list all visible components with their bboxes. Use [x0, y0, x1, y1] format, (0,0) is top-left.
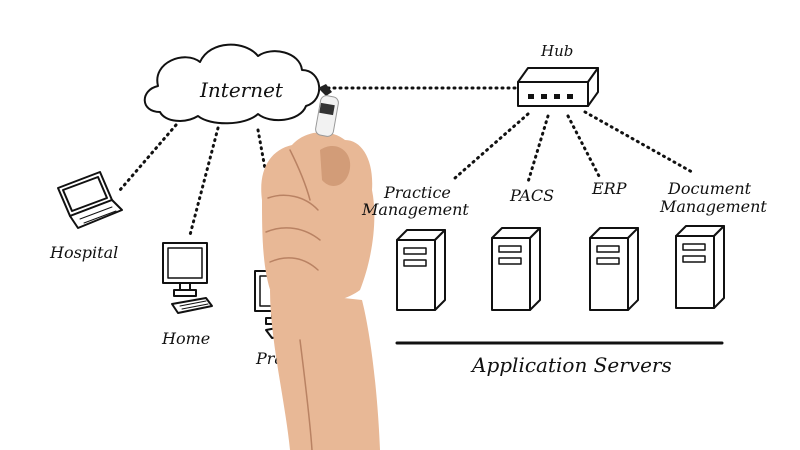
home-label: Home	[161, 329, 210, 348]
server-tower-icon	[589, 227, 639, 311]
cloud-icon	[143, 43, 321, 125]
application-servers-label: Application Servers	[470, 353, 672, 377]
server-erp	[589, 227, 639, 311]
link-hub-document-management	[583, 110, 694, 174]
link-hub-pacs	[526, 114, 550, 184]
marker-pen-icon	[315, 84, 339, 137]
hand-with-marker	[261, 84, 380, 450]
link-internet-home	[188, 126, 220, 237]
server-tower-icon	[675, 225, 725, 309]
server-pacs	[491, 227, 541, 311]
hub: Hub	[517, 42, 599, 107]
document-management-label-line1: Document	[667, 179, 752, 198]
hospital-label: Hospital	[49, 243, 118, 262]
server-document-management	[675, 225, 725, 309]
practice-management-label-line2: Management	[361, 200, 469, 219]
erp-label: ERP	[591, 179, 627, 198]
document-management-label-line2: Management	[659, 197, 767, 216]
desktop-computer-icon	[162, 242, 213, 314]
link-hub-practice-management	[453, 112, 530, 180]
internet-label: Internet	[199, 78, 284, 102]
hub-label: Hub	[540, 42, 573, 60]
home-node: Home	[161, 242, 213, 348]
server-labels: Practice Management PACS ERP Document Ma…	[361, 179, 767, 219]
link-internet-hospital	[118, 123, 178, 192]
server-tower-icon	[491, 227, 541, 311]
hub-icon	[517, 67, 599, 107]
server-practice-management	[396, 229, 446, 311]
laptop-icon	[57, 171, 123, 229]
pacs-label: PACS	[509, 186, 554, 205]
hospital-node: Hospital	[49, 171, 123, 262]
internet-cloud: Internet	[143, 43, 321, 125]
server-tower-icon	[396, 229, 446, 311]
practice-management-label-line1: Practice	[383, 183, 451, 202]
link-hub-erp	[566, 114, 602, 180]
